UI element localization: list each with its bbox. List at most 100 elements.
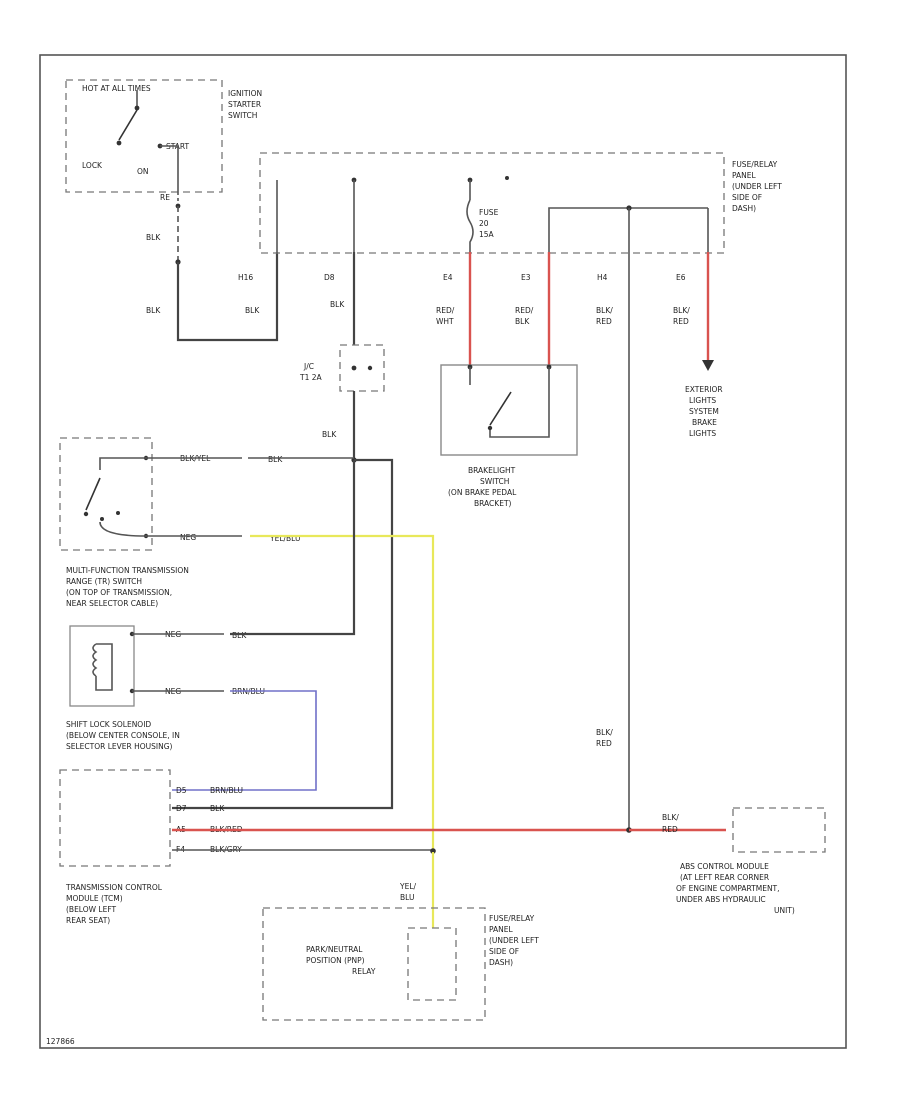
red-blk-label: RED/ BLK bbox=[515, 306, 534, 326]
brakelight-switch-box bbox=[440, 364, 578, 456]
svg-text:SYSTEM: SYSTEM bbox=[689, 407, 719, 416]
svg-text:LIGHTS: LIGHTS bbox=[689, 396, 716, 405]
svg-text:RELAY: RELAY bbox=[352, 967, 376, 976]
blk-label-7: BLK bbox=[232, 631, 247, 640]
junction-connector-box bbox=[339, 344, 385, 392]
tcm-box bbox=[59, 769, 171, 867]
svg-text:BRAKE: BRAKE bbox=[692, 418, 717, 427]
svg-text:RANGE (TR) SWITCH: RANGE (TR) SWITCH bbox=[66, 577, 142, 586]
abs-module-label: ABS CONTROL MODULE (AT LEFT REAR CORNER … bbox=[676, 862, 795, 915]
svg-text:SHIFT LOCK SOLENOID: SHIFT LOCK SOLENOID bbox=[66, 720, 151, 729]
blk-label-3: BLK bbox=[245, 306, 260, 315]
tcm-pins: D5 D7 A5 F4 bbox=[176, 786, 187, 854]
blk-label-2: BLK bbox=[146, 306, 161, 315]
brakelight-switch-label: BRAKELIGHT SWITCH (ON BRAKE PEDAL BRACKE… bbox=[448, 466, 517, 508]
svg-text:UNIT): UNIT) bbox=[774, 906, 795, 915]
svg-text:WHT: WHT bbox=[436, 317, 454, 326]
svg-text:(ON BRAKE PEDAL: (ON BRAKE PEDAL bbox=[448, 488, 517, 497]
svg-text:BLK/: BLK/ bbox=[662, 813, 679, 822]
svg-text:FUSE/RELAY: FUSE/RELAY bbox=[489, 914, 535, 923]
svg-text:FUSE/RELAY: FUSE/RELAY bbox=[732, 160, 778, 169]
fuse-relay-panel-top bbox=[259, 152, 725, 254]
svg-text:EXTERIOR: EXTERIOR bbox=[685, 385, 723, 394]
svg-text:BLU: BLU bbox=[400, 893, 414, 902]
svg-text:BRAKELIGHT: BRAKELIGHT bbox=[468, 466, 516, 475]
svg-text:DASH): DASH) bbox=[489, 958, 513, 967]
yel-blu-label: YEL/BLU bbox=[269, 534, 300, 543]
svg-text:MULTI-FUNCTION TRANSMISSION: MULTI-FUNCTION TRANSMISSION bbox=[66, 566, 189, 575]
svg-text:20: 20 bbox=[479, 219, 489, 228]
diagram-frame bbox=[39, 54, 847, 1049]
svg-text:J/C: J/C bbox=[303, 362, 314, 371]
terminal-h16: H16 bbox=[238, 273, 253, 282]
svg-text:YEL/: YEL/ bbox=[399, 882, 416, 891]
svg-text:POSITION (PNP): POSITION (PNP) bbox=[306, 956, 365, 965]
blk-red-label-2: BLK/ RED bbox=[673, 306, 690, 326]
red-wht-label: RED/ WHT bbox=[436, 306, 455, 326]
svg-text:PANEL: PANEL bbox=[489, 925, 514, 934]
svg-text:MODULE (TCM): MODULE (TCM) bbox=[66, 894, 123, 903]
neg-label-1: NEG bbox=[180, 533, 196, 542]
pnp-relay-box bbox=[407, 927, 457, 1001]
tr-switch-label: MULTI-FUNCTION TRANSMISSION RANGE (TR) S… bbox=[66, 566, 189, 608]
svg-text:BLK/: BLK/ bbox=[596, 728, 613, 737]
terminal-e3: E3 bbox=[521, 273, 531, 282]
svg-text:ABS CONTROL MODULE: ABS CONTROL MODULE bbox=[680, 862, 769, 871]
blk-label-1: BLK bbox=[146, 233, 161, 242]
svg-text:LIGHTS: LIGHTS bbox=[689, 429, 716, 438]
lock-label: LOCK bbox=[82, 161, 103, 170]
svg-text:SIDE OF: SIDE OF bbox=[489, 947, 519, 956]
tr-switch-box bbox=[59, 437, 153, 551]
blk-label-8: BLK bbox=[210, 804, 225, 813]
ign-terminal-label: RE bbox=[160, 193, 170, 202]
svg-text:RED: RED bbox=[596, 317, 612, 326]
svg-text:D7: D7 bbox=[176, 804, 187, 813]
svg-text:(BELOW LEFT: (BELOW LEFT bbox=[66, 905, 117, 914]
svg-text:UNDER ABS HYDRAULIC: UNDER ABS HYDRAULIC bbox=[676, 895, 766, 904]
svg-text:BRACKET): BRACKET) bbox=[474, 499, 512, 508]
ignition-switch-blade bbox=[118, 109, 138, 141]
shift-lock-solenoid-box bbox=[69, 625, 135, 707]
svg-text:(ON TOP OF TRANSMISSION,: (ON TOP OF TRANSMISSION, bbox=[66, 588, 172, 597]
svg-text:IGNITION: IGNITION bbox=[228, 89, 262, 98]
pnp-fuse-panel-label: FUSE/RELAY PANEL (UNDER LEFT SIDE OF DAS… bbox=[489, 914, 539, 967]
svg-text:(BELOW CENTER CONSOLE, IN: (BELOW CENTER CONSOLE, IN bbox=[66, 731, 180, 740]
svg-text:D5: D5 bbox=[176, 786, 187, 795]
svg-text:DASH): DASH) bbox=[732, 204, 756, 213]
svg-text:RED: RED bbox=[596, 739, 612, 748]
svg-text:PANEL: PANEL bbox=[732, 171, 757, 180]
svg-text:FUSE: FUSE bbox=[479, 208, 499, 217]
svg-text:SIDE OF: SIDE OF bbox=[732, 193, 762, 202]
svg-text:SELECTOR LEVER HOUSING): SELECTOR LEVER HOUSING) bbox=[66, 742, 173, 751]
svg-text:BLK/: BLK/ bbox=[673, 306, 690, 315]
svg-text:(UNDER LEFT: (UNDER LEFT bbox=[489, 936, 539, 945]
svg-text:T1 2A: T1 2A bbox=[299, 373, 323, 382]
fuse-element bbox=[466, 199, 474, 252]
terminal-d8: D8 bbox=[324, 273, 335, 282]
fuse-relay-panel-top-label: FUSE/RELAY PANEL (UNDER LEFT SIDE OF DAS… bbox=[732, 160, 782, 213]
fuse-label: FUSE 20 15A bbox=[479, 208, 499, 239]
footer-id: 127866 bbox=[46, 1037, 75, 1046]
on-label: ON bbox=[137, 167, 149, 176]
solenoid-coil bbox=[92, 643, 113, 691]
svg-text:STARTER: STARTER bbox=[228, 100, 261, 109]
abs-module-box bbox=[732, 807, 826, 853]
svg-text:SWITCH: SWITCH bbox=[228, 111, 257, 120]
yel-blu-label-2: YEL/ BLU bbox=[399, 882, 416, 902]
tcm-label: TRANSMISSION CONTROL MODULE (TCM) (BELOW… bbox=[65, 883, 163, 925]
exterior-lights-label: EXTERIOR LIGHTS SYSTEM BRAKE LIGHTS bbox=[685, 385, 723, 438]
blk-red-label-3: BLK/ RED bbox=[596, 728, 613, 748]
pnp-fuse-panel-box bbox=[262, 907, 486, 1021]
svg-text:RED: RED bbox=[673, 317, 689, 326]
svg-text:(UNDER LEFT: (UNDER LEFT bbox=[732, 182, 782, 191]
ignition-switch-box bbox=[65, 79, 223, 193]
blk-red-label-1: BLK/ RED bbox=[596, 306, 613, 326]
svg-text:OF ENGINE COMPARTMENT,: OF ENGINE COMPARTMENT, bbox=[676, 884, 780, 893]
blk-label-6: BLK bbox=[268, 455, 283, 464]
svg-text:BLK/: BLK/ bbox=[596, 306, 613, 315]
blk-red-label-5: BLK/ RED bbox=[662, 813, 679, 834]
ignition-switch-label: IGNITION STARTER SWITCH bbox=[228, 89, 262, 120]
junction-connector-label: J/C T1 2A bbox=[299, 362, 323, 382]
hot-at-all-times-label: HOT AT ALL TIMES bbox=[82, 84, 151, 93]
